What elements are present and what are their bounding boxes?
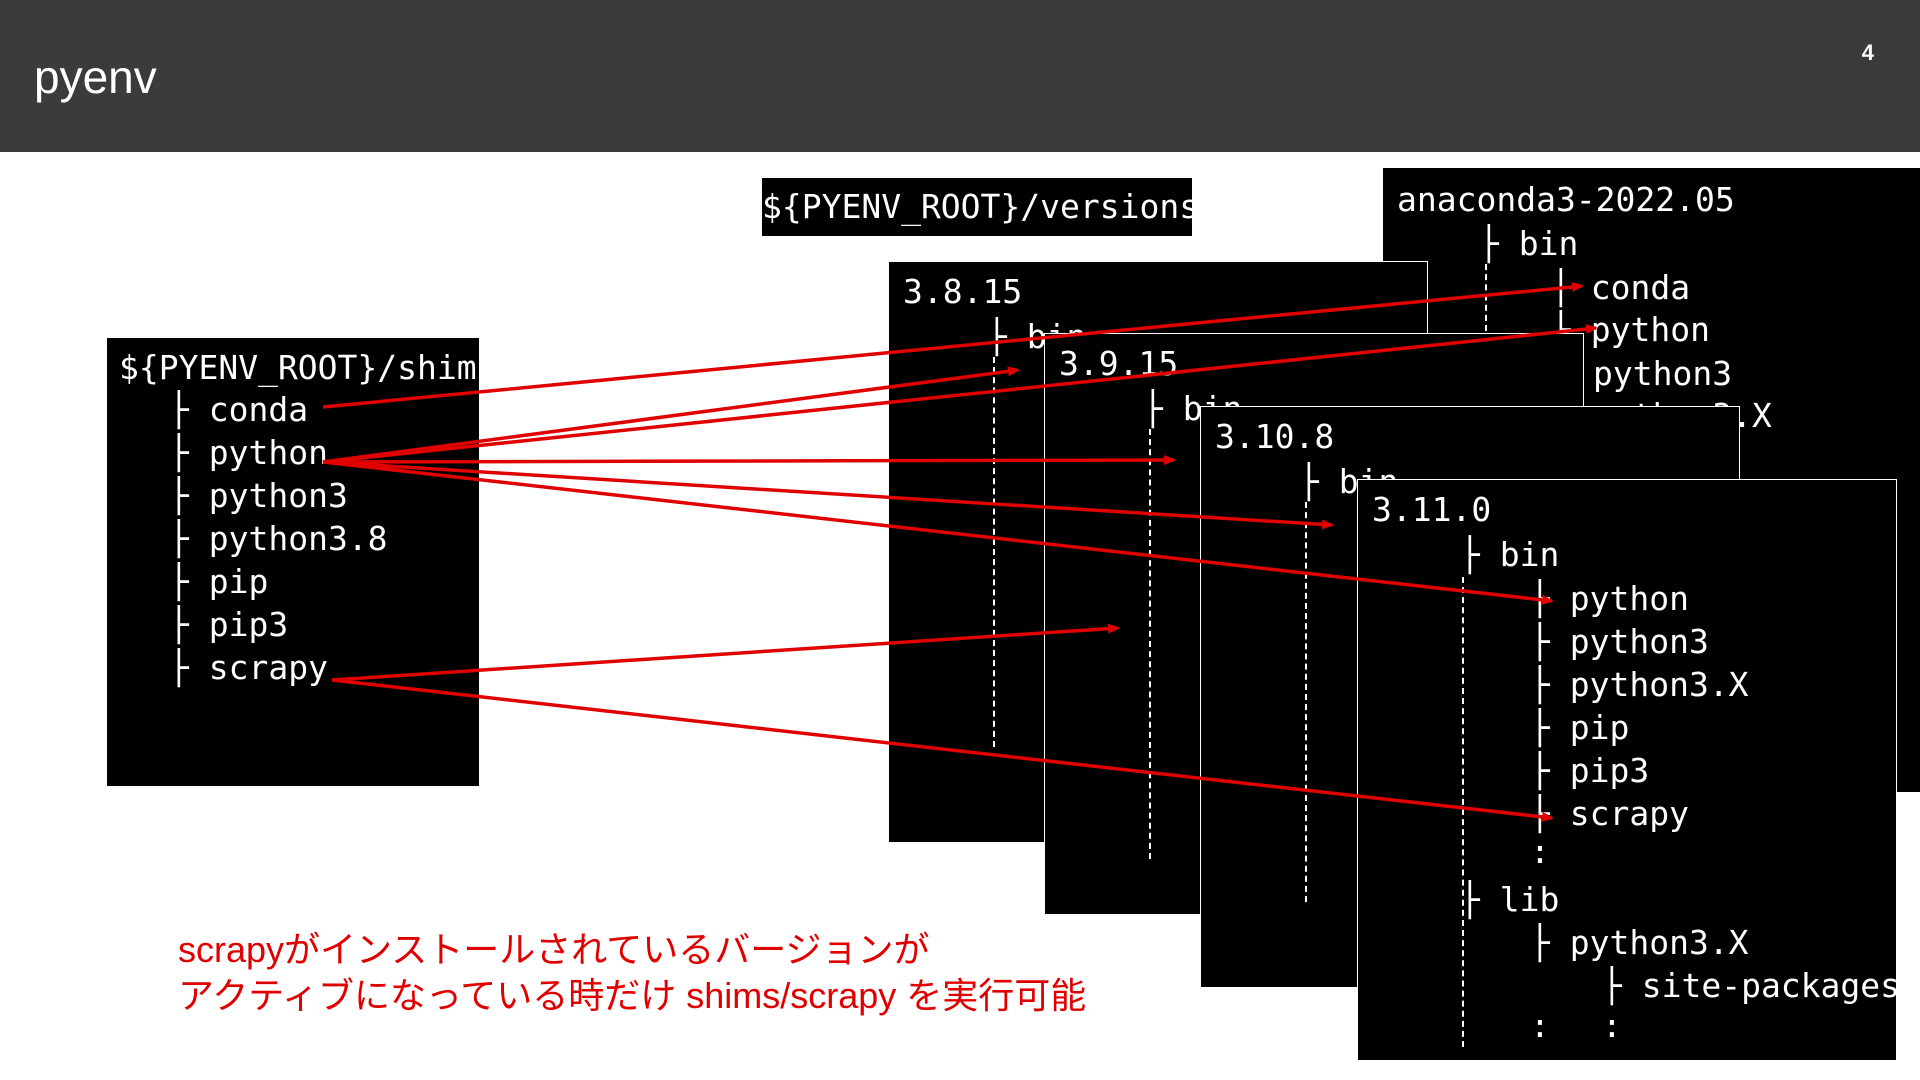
arrow-python-to-3-8-15 [322, 366, 1020, 464]
anaconda-item-conda: ├ conda [1551, 268, 1691, 307]
version-3-11-0-bin: ├ bin [1460, 535, 1560, 574]
version-3-10-8-tree-guide [1305, 502, 1307, 902]
version-3-8-15-tree-guide [993, 357, 995, 747]
version-3-8-15-name: 3.8.15 [903, 272, 1023, 311]
shims-root-label: ${PYENV_ROOT}/shims [119, 348, 497, 387]
page-number: 4 [1861, 40, 1874, 65]
shims-panel: ${PYENV_ROOT}/shims ├ conda ├ python ├ p… [107, 338, 497, 786]
shims-item-conda: ├ conda [169, 390, 309, 429]
version-3-11-0-panel: 3.11.0 ├ bin ├ python ├ python3 ├ python… [1357, 479, 1901, 1061]
anaconda-name: anaconda3-2022.05 [1397, 180, 1735, 219]
arrow-python-to-3-9-15 [322, 455, 1176, 466]
version-3-11-0-lib-ellipsis-1: : [1530, 1006, 1550, 1045]
version-3-11-0-lib-python: ├ python3.X [1530, 923, 1749, 962]
arrow-scrapy-to-3-11-0 [331, 678, 1554, 822]
arrow-python-to-3-10-8 [322, 460, 1334, 530]
arrow-python-to-anaconda [322, 324, 1598, 464]
version-3-11-0-item-pip: ├ pip [1530, 708, 1630, 747]
version-3-11-0-lib-ellipsis-2: : [1602, 1006, 1622, 1045]
version-3-11-0-tree-guide [1462, 577, 1464, 1047]
version-3-11-0-item-python3x: ├ python3.X [1530, 665, 1749, 704]
shims-item-pip: ├ pip [169, 562, 269, 601]
version-3-9-15-tree-guide [1149, 429, 1151, 859]
slide-header: pyenv 4 [0, 0, 1920, 152]
version-3-11-0-bin-ellipsis: : [1530, 832, 1550, 871]
version-3-11-0-item-pip3: ├ pip3 [1530, 751, 1650, 790]
anaconda-bin: ├ bin [1479, 224, 1579, 263]
shims-item-scrapy: ├ scrapy [169, 648, 328, 687]
arrow-python-to-3-11-0 [322, 460, 1554, 605]
version-3-11-0-item-python3: ├ python3 [1530, 622, 1709, 661]
versions-root-label: ${PYENV_ROOT}/versions [762, 178, 1199, 236]
version-3-11-0-site-packages: ├ site-packages [1602, 966, 1901, 1005]
version-3-11-0-name: 3.11.0 [1372, 490, 1492, 529]
arrow-conda-to-anaconda [322, 281, 1584, 409]
shims-item-python3-8: ├ python3.8 [169, 519, 388, 558]
caption-note: scrapyがインストールされているバージョンが アクティブになっている時だけ … [178, 927, 1086, 1019]
shims-item-python: ├ python [169, 433, 328, 472]
caption-line-2: アクティブになっている時だけ shims/scrapy を実行可能 [178, 975, 1087, 1016]
shims-item-pip3: ├ pip3 [169, 605, 289, 644]
version-3-11-0-item-python: ├ python [1530, 579, 1689, 618]
version-3-11-0-lib: ├ lib [1460, 880, 1560, 919]
version-3-11-0-item-scrapy: ├ scrapy [1530, 794, 1689, 833]
anaconda-item-python3: python3 [1593, 354, 1733, 393]
arrow-scrapy-to-3-8-15 [331, 623, 1120, 682]
shims-item-python3: ├ python3 [169, 476, 348, 515]
anaconda-item-python: └ python [1551, 310, 1710, 349]
version-3-10-8-name: 3.10.8 [1215, 417, 1335, 456]
slide-title: pyenv [34, 51, 157, 103]
caption-line-1: scrapyがインストールされているバージョンが [178, 929, 930, 970]
